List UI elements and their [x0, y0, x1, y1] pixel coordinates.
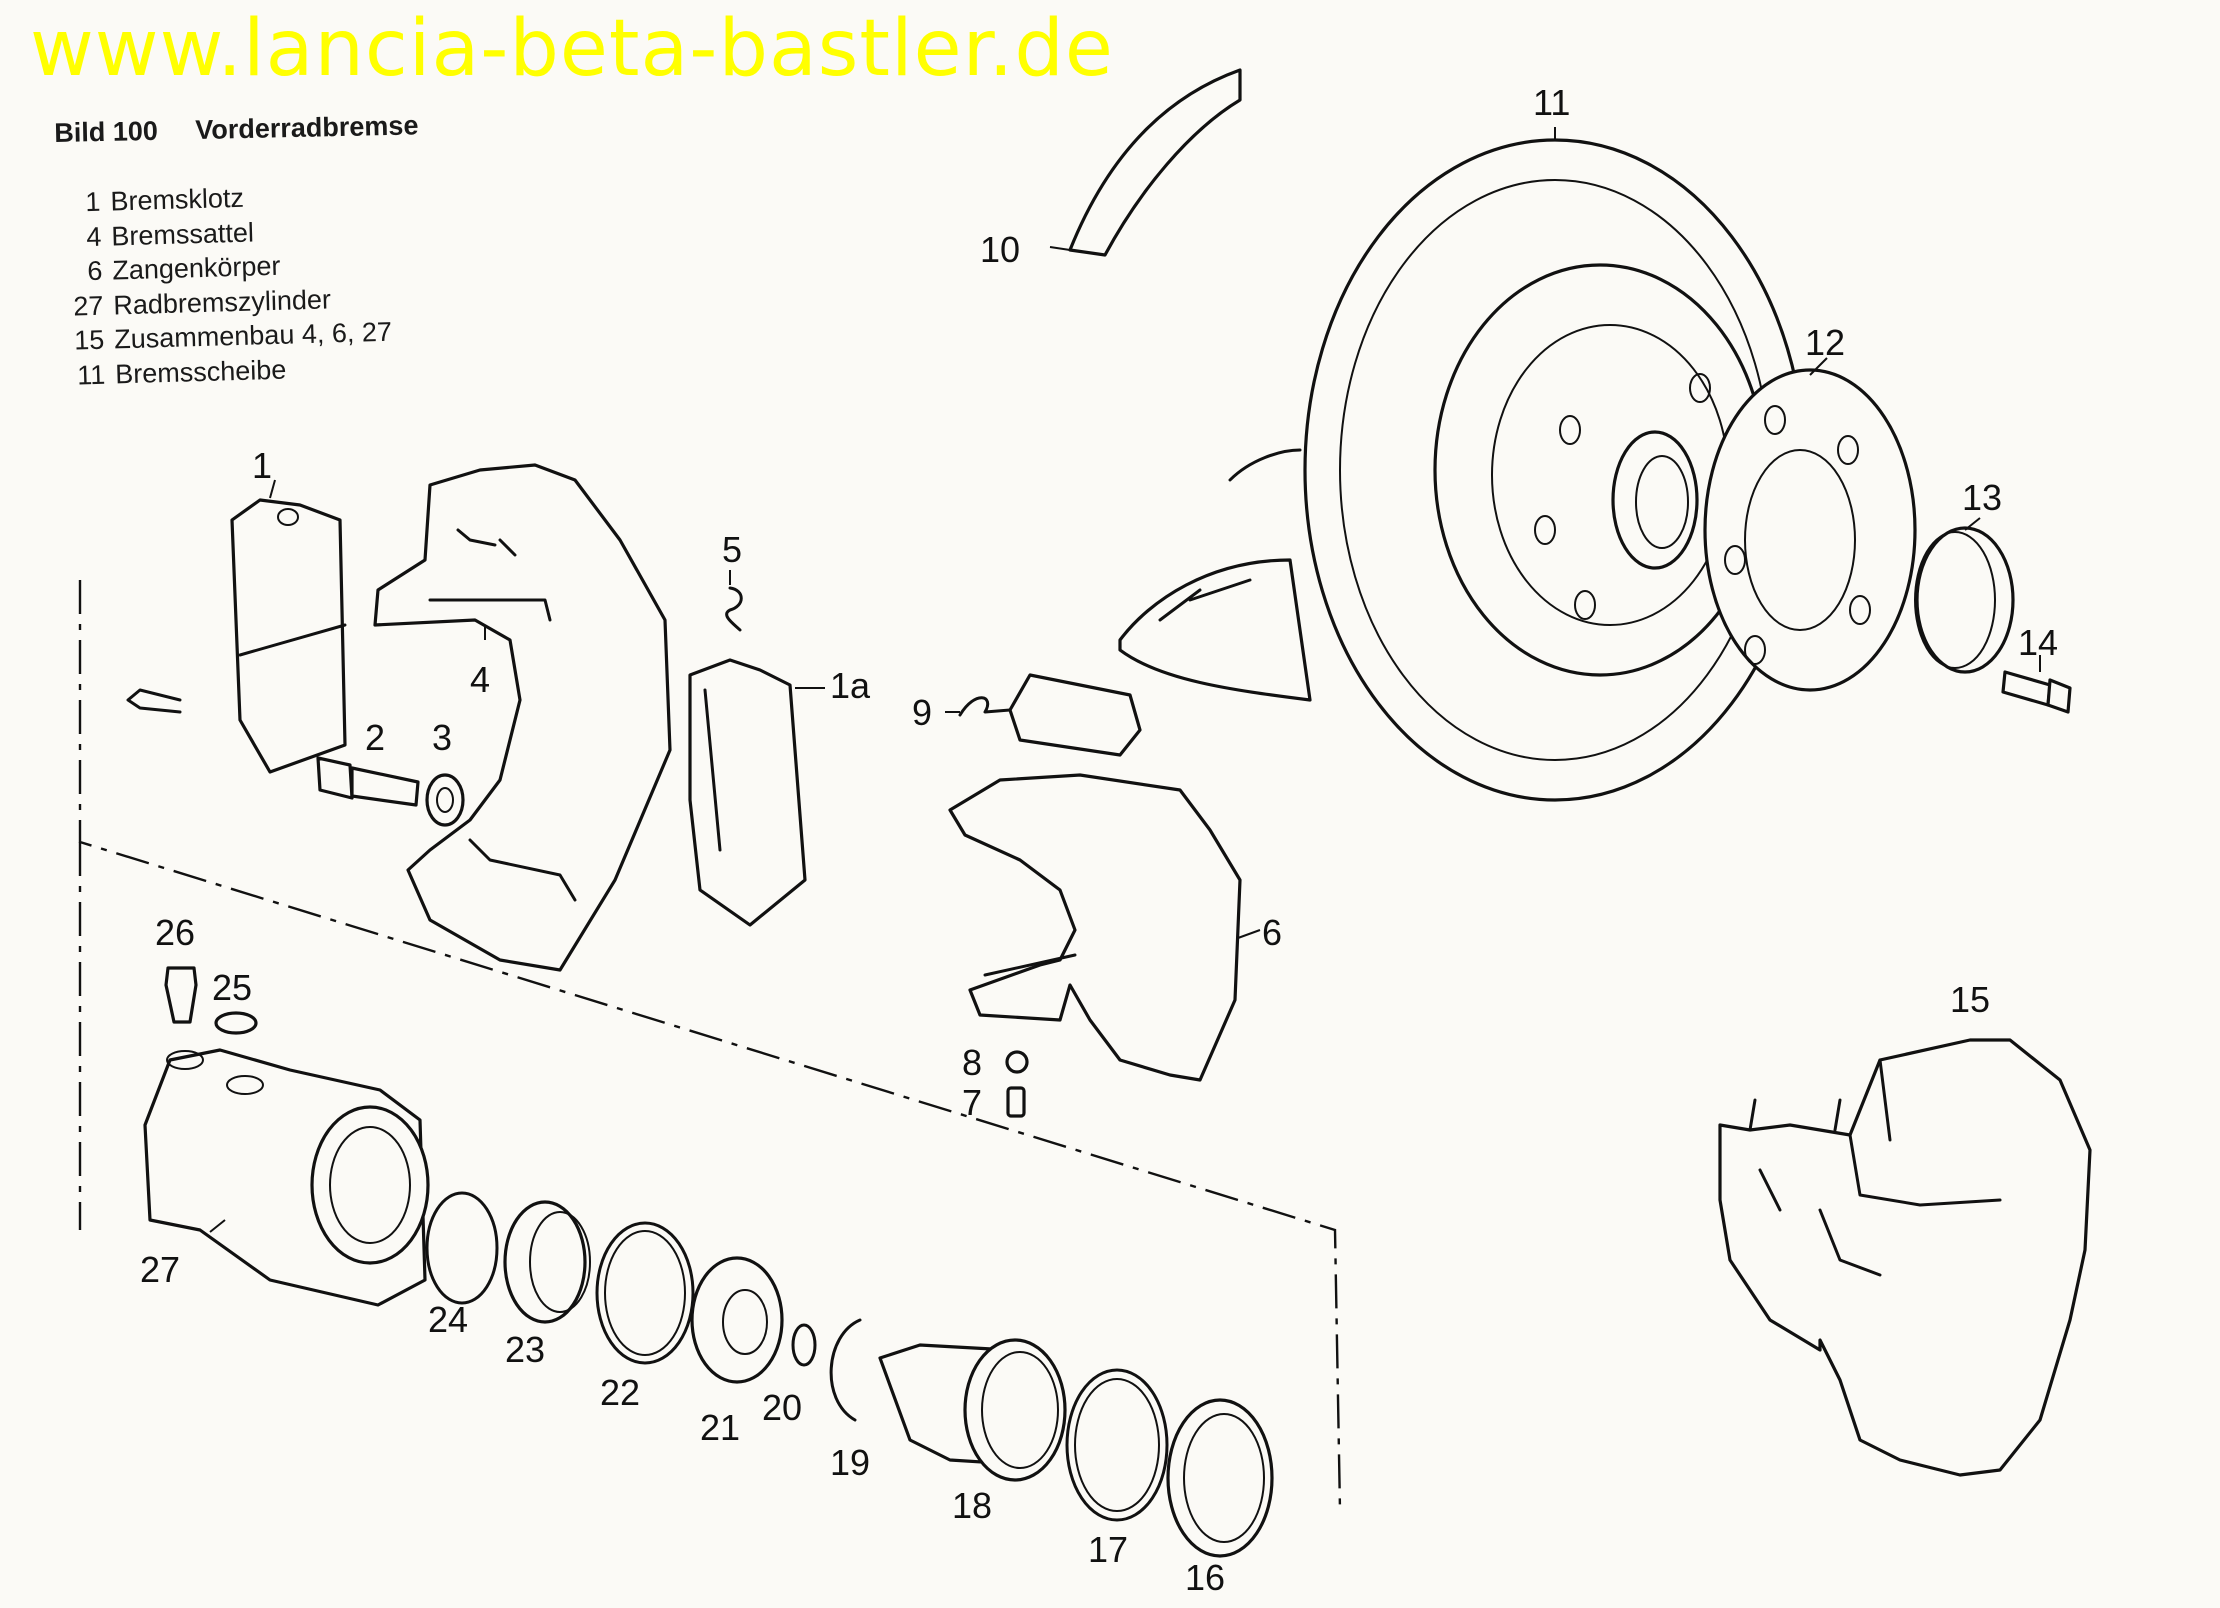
callout-27: 27 — [140, 1249, 180, 1290]
callout-14: 14 — [2018, 622, 2058, 663]
dust-cap-part — [1914, 526, 2015, 674]
callout-1: 1 — [252, 445, 272, 486]
figure-number: Bild 100 — [54, 115, 159, 148]
watermark-url: www.lancia-beta-bastler.de — [30, 4, 1114, 94]
ring-22-part — [595, 1221, 695, 1365]
brake-pad-1a-part — [688, 658, 807, 927]
pin-clip-9-part — [958, 696, 1012, 717]
boot-16-part — [1166, 1398, 1274, 1558]
bolt-2-part — [316, 756, 420, 807]
brake-pad-1-part — [126, 498, 347, 774]
seal-23-part — [503, 1200, 591, 1324]
callout-20: 20 — [762, 1387, 802, 1428]
piston-21-part — [690, 1256, 784, 1384]
callout-24: 24 — [428, 1299, 468, 1340]
callout-26: 26 — [155, 912, 195, 953]
callout-15: 15 — [1950, 979, 1990, 1020]
callout-1a: 1a — [830, 665, 871, 706]
callout-10: 10 — [980, 229, 1020, 270]
callout-9: 9 — [912, 692, 932, 733]
caliper-assembly-15-part — [1718, 1038, 2092, 1477]
spring-ring-19-part — [829, 1318, 862, 1422]
callout-17: 17 — [1088, 1529, 1128, 1570]
piston-18-part — [878, 1338, 1067, 1482]
bleed-screw-26-part — [164, 966, 198, 1024]
hub-flange-part — [1703, 368, 1917, 692]
callout-21: 21 — [700, 1407, 740, 1448]
wheel-cylinder-27-part — [143, 1048, 430, 1307]
figure-caption: Vorderradbremse — [195, 110, 419, 146]
anti-rattle-plate-part — [1008, 673, 1142, 757]
callout-18: 18 — [952, 1485, 992, 1526]
callout-25: 25 — [212, 967, 252, 1008]
caliper-bracket-4-part — [373, 463, 672, 972]
callout-13: 13 — [1962, 477, 2002, 518]
callout-7: 7 — [962, 1082, 982, 1123]
ring-17-part — [1065, 1368, 1169, 1522]
washer-25-part — [214, 1011, 258, 1035]
caliper-body-6-part — [948, 773, 1242, 1082]
callout-16: 16 — [1185, 1557, 1225, 1598]
spring-clip-5-part — [725, 586, 743, 632]
callout-19: 19 — [830, 1442, 870, 1483]
callout-2: 2 — [365, 717, 385, 758]
washer-3-part — [425, 773, 465, 827]
small-o-ring-20-part — [791, 1323, 817, 1367]
leader-lines — [209, 127, 2041, 1233]
callout-11: 11 — [1533, 82, 1570, 123]
callout-5: 5 — [722, 529, 742, 570]
callout-8: 8 — [962, 1042, 982, 1083]
callout-3: 3 — [432, 717, 452, 758]
assembly-frame — [78, 580, 1342, 1511]
callout-23: 23 — [505, 1329, 545, 1370]
callout-labels: 10 11 12 13 14 1 4 5 1a 9 2 3 6 8 7 26 2… — [140, 82, 2058, 1598]
callout-22: 22 — [600, 1372, 640, 1413]
callout-6: 6 — [1262, 912, 1282, 953]
bolt-14-part — [2001, 670, 2072, 714]
small-cap-8-part — [1005, 1050, 1029, 1074]
small-screw-7-part — [1006, 1086, 1026, 1118]
callout-4: 4 — [470, 659, 490, 700]
splash-shield-part — [1068, 68, 1312, 702]
o-ring-24-part — [425, 1191, 499, 1305]
callout-12: 12 — [1805, 322, 1845, 363]
